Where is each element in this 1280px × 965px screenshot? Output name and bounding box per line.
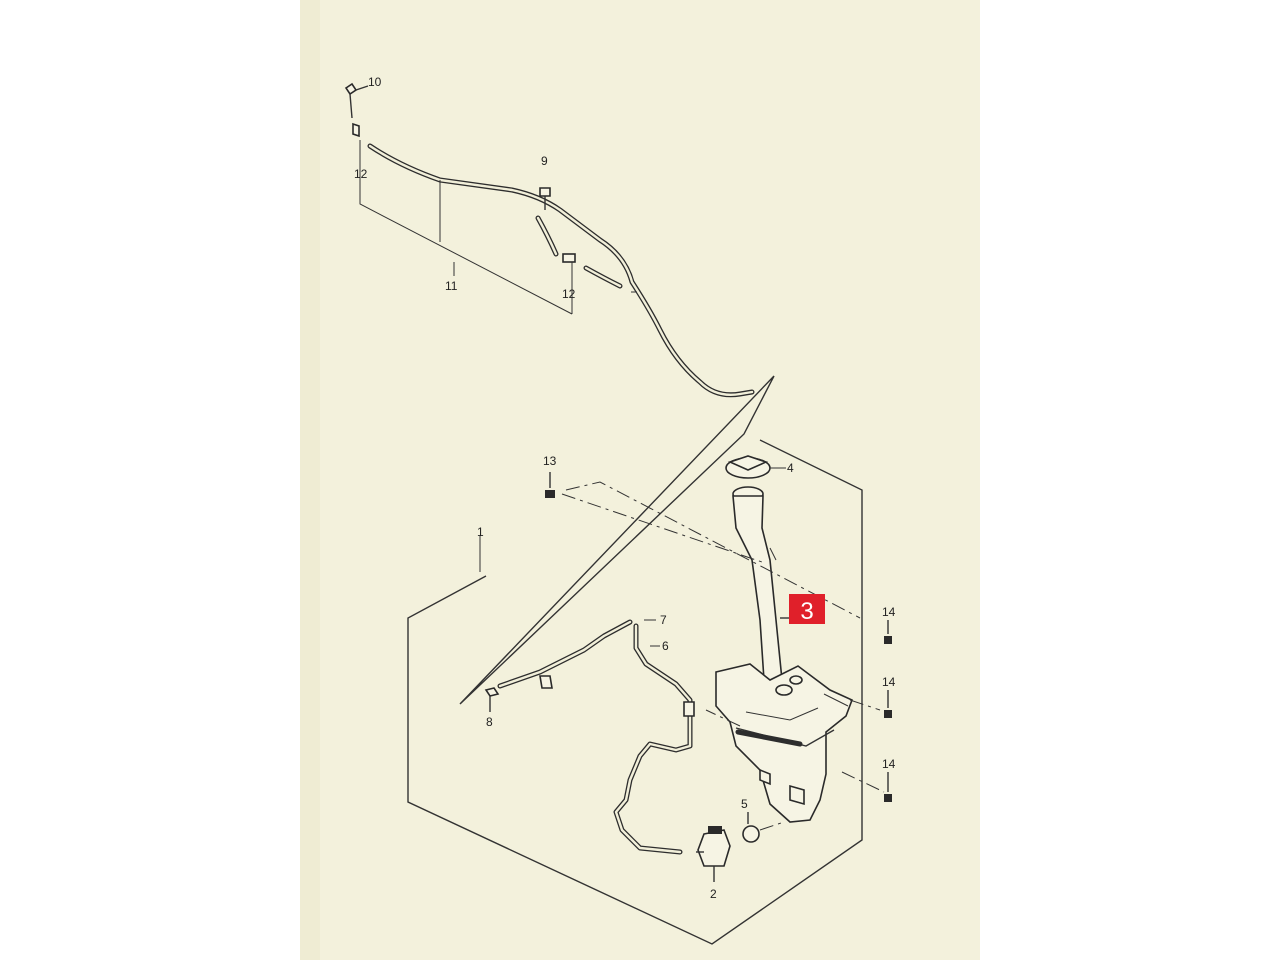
callout-6: 6 <box>662 639 669 653</box>
callout-9: 9 <box>541 154 548 168</box>
callout-3-highlight-box <box>789 594 825 624</box>
callout-5: 5 <box>741 797 748 811</box>
callout-14-top: 14 <box>882 605 896 619</box>
lower-hose-assembly <box>484 619 695 855</box>
tank-assembly-boundary <box>407 439 863 945</box>
hose-joint-part-8 <box>484 687 500 697</box>
callout-4: 4 <box>787 461 794 475</box>
bolt-part-14-bottom <box>884 772 892 802</box>
grommet-part-5 <box>742 812 785 843</box>
tank-cap-part-4 <box>725 455 786 479</box>
washer-pump-part-2 <box>696 826 731 882</box>
hose-clip-part-9 <box>539 187 551 197</box>
callout-7: 7 <box>660 613 667 627</box>
bolt-part-13 <box>545 472 555 498</box>
assembly-outline <box>407 375 863 945</box>
callout-2: 2 <box>710 887 717 901</box>
callout-10: 10 <box>368 75 382 89</box>
callout-14-bottom: 14 <box>882 757 896 771</box>
hose-joint-12-upper <box>352 122 360 138</box>
callout-14-middle: 14 <box>882 675 896 689</box>
callout-8: 8 <box>486 715 493 729</box>
callout-12-left: 12 <box>354 167 368 181</box>
bolt-part-14-top <box>884 620 892 644</box>
hose-routing-indicator <box>459 375 775 705</box>
callout-1: 1 <box>477 525 484 539</box>
upper-hose-assembly <box>344 82 755 398</box>
washer-tank-part-3 <box>561 481 885 823</box>
callout-13: 13 <box>543 454 557 468</box>
callout-3: 3 <box>800 598 813 625</box>
paper-background <box>300 0 980 960</box>
callout-11: 11 <box>445 279 458 293</box>
bolt-part-14-middle <box>884 690 892 718</box>
callout-12-right: 12 <box>562 287 576 301</box>
hose-joint-12-lower <box>562 253 576 263</box>
